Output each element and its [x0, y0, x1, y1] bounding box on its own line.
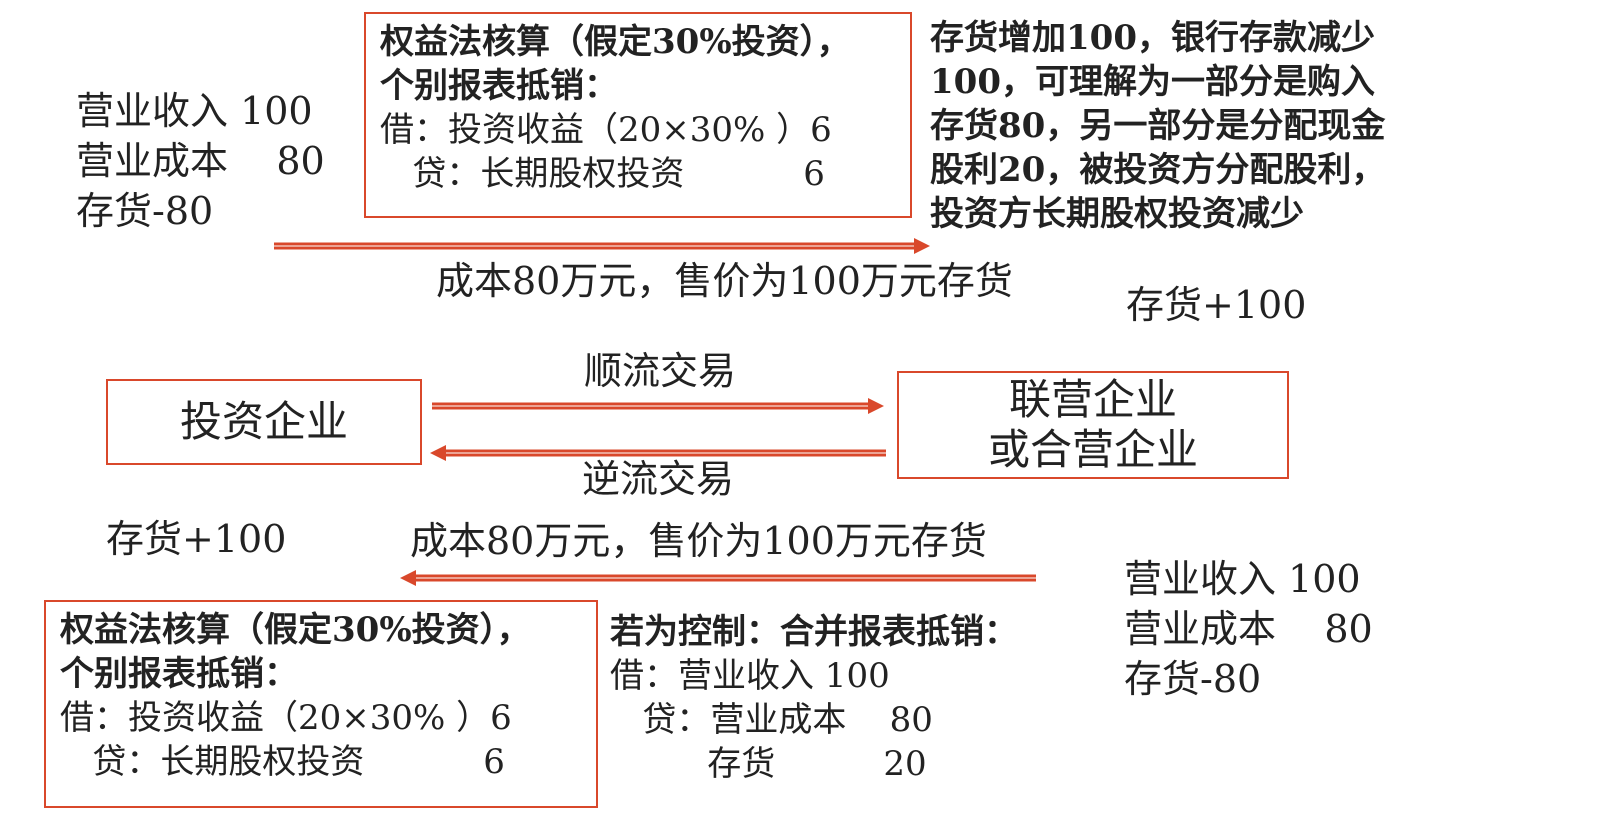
- bottom-box-credit: 贷：长期股权投资 6: [60, 742, 505, 782]
- top-box-subtitle: 个别报表抵销：: [380, 66, 618, 106]
- inventory-line: 存货-80: [76, 189, 214, 233]
- investor-label: 投资企业: [179, 397, 348, 446]
- upstream-label: 逆流交易: [582, 457, 735, 501]
- cost-line: 营业成本 80: [76, 139, 325, 183]
- revenue-line: 营业收入 100: [76, 89, 313, 133]
- control-credit-1: 贷：营业成本 80: [610, 700, 933, 740]
- control-title: 若为控制：合并报表抵销：: [610, 612, 1018, 652]
- control-entry: 若为控制：合并报表抵销： 借：营业收入 100 贷：营业成本 80 存货 20: [610, 610, 1018, 786]
- note-line-2: 100，可理解为一部分是购入: [930, 62, 1375, 102]
- investor-box: 投资企业: [106, 379, 422, 465]
- top-arrow-caption: 成本80万元，售价为100万元存货: [436, 259, 1013, 303]
- top-right-note: 存货增加100，银行存款减少 100，可理解为一部分是购入 存货80，另一部分是…: [930, 16, 1385, 236]
- inventory-line-bottom: 存货-80: [1124, 657, 1262, 701]
- cost-line-bottom: 营业成本 80: [1124, 607, 1373, 651]
- associate-line-1: 联营企业: [1008, 375, 1177, 424]
- bottom-box-title: 权益法核算（假定30%投资），: [60, 610, 531, 650]
- top-right-arrow: [274, 238, 930, 254]
- top-box-credit: 贷：长期股权投资 6: [380, 154, 825, 194]
- bottom-right-stack: 营业收入 100 营业成本 80 存货-80: [1124, 554, 1373, 704]
- bottom-equity-method-box: 权益法核算（假定30%投资）， 个别报表抵销： 借：投资收益（20×30% ）6…: [44, 600, 598, 808]
- control-credit-2: 存货 20: [610, 744, 927, 784]
- top-box-title: 权益法核算（假定30%投资），: [380, 22, 851, 62]
- note-line-5: 投资方长期股权投资减少: [930, 194, 1304, 234]
- control-debit: 借：营业收入 100: [610, 656, 890, 696]
- bottom-left-arrow: [400, 570, 1036, 586]
- top-left-stack: 营业收入 100 营业成本 80 存货-80: [76, 86, 325, 236]
- right-inventory-top: 存货+100: [1126, 283, 1307, 327]
- note-line-3: 存货80，另一部分是分配现金: [930, 106, 1386, 146]
- associate-box: 联营企业 或合营企业: [897, 371, 1289, 479]
- top-box-debit: 借：投资收益（20×30% ）6: [380, 110, 832, 150]
- top-equity-method-box: 权益法核算（假定30%投资）， 个别报表抵销： 借：投资收益（20×30% ）6…: [364, 12, 912, 218]
- associate-line-2: 或合营企业: [987, 425, 1198, 474]
- bottom-arrow-caption: 成本80万元，售价为100万元存货: [410, 519, 987, 563]
- bottom-box-subtitle: 个别报表抵销：: [60, 654, 298, 694]
- left-inventory-bottom: 存货+100: [106, 517, 287, 561]
- upstream-arrow: [430, 445, 886, 461]
- downstream-arrow: [432, 398, 884, 414]
- note-line-4: 股利20，被投资方分配股利，: [930, 150, 1386, 190]
- note-line-1: 存货增加100，银行存款减少: [930, 18, 1375, 58]
- downstream-label: 顺流交易: [584, 349, 737, 393]
- bottom-box-debit: 借：投资收益（20×30% ）6: [60, 698, 512, 738]
- revenue-line-bottom: 营业收入 100: [1124, 557, 1361, 601]
